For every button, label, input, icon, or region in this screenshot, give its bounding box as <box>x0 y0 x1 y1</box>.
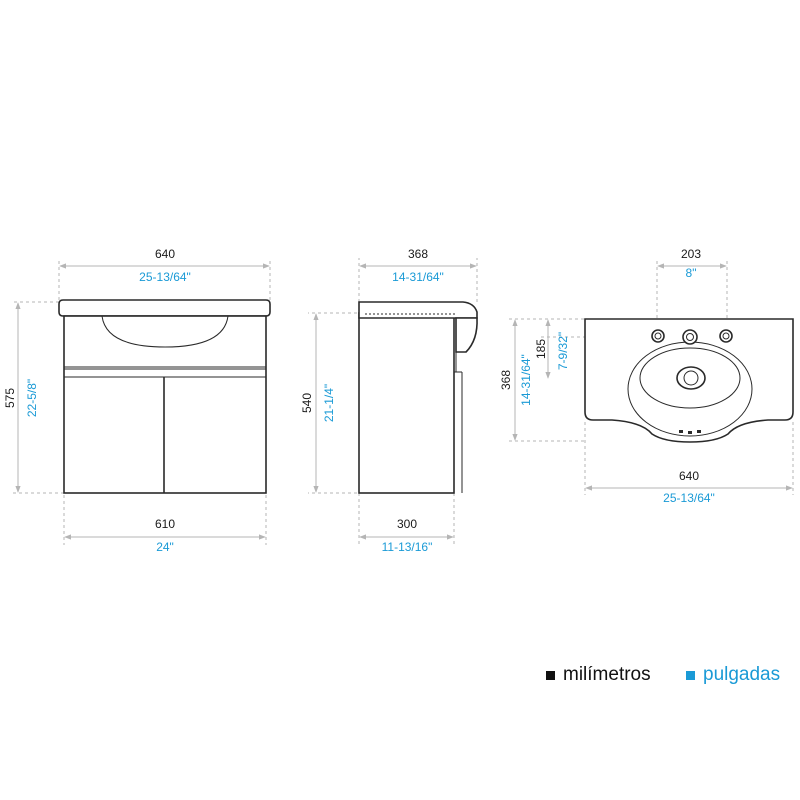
legend-inches: pulgadas <box>686 664 780 686</box>
side-height-mm: 540 <box>300 393 314 413</box>
millimeters-swatch <box>546 670 555 680</box>
millimeters-label: milímetros <box>563 664 651 685</box>
top-width-mm: 640 <box>679 469 699 483</box>
top-drain-inner <box>683 370 699 386</box>
top-drain-outer <box>676 366 706 390</box>
front-height-mm: 575 <box>3 388 17 408</box>
front-top-rail <box>63 368 267 378</box>
top-overflow-slot <box>697 430 701 433</box>
front-bottom-width-in: 24" <box>156 540 174 554</box>
side-bottom-depth-in: 11-13/16" <box>382 540 433 554</box>
front-basin-lip <box>58 299 271 317</box>
side-top-depth-in: 14-31/64" <box>392 270 444 284</box>
front-top-width-mm: 640 <box>155 247 175 261</box>
top-tap-hole-right <box>719 329 733 343</box>
inches-label: pulgadas <box>703 664 781 685</box>
top-overflow-slot <box>679 430 683 433</box>
front-bottom-width-mm: 610 <box>155 517 175 531</box>
legend-millimeters: milímetros <box>546 664 651 686</box>
side-height-in: 21-1/4" <box>322 384 336 422</box>
top-depth-mm: 368 <box>499 370 513 390</box>
top-overflow-slot <box>688 431 692 434</box>
side-cabinet-body <box>358 312 455 494</box>
top-hole-spacing-in: 8" <box>686 266 697 280</box>
side-top-depth-mm: 368 <box>408 247 428 261</box>
inches-swatch <box>686 670 695 680</box>
top-tap-hole-left <box>651 329 665 343</box>
front-height-in: 22-5/8" <box>25 379 39 417</box>
top-depth-in: 14-31/64" <box>519 354 533 406</box>
front-cabinet-body <box>63 315 267 494</box>
top-hole-offset-mm: 185 <box>534 339 548 359</box>
front-top-width-in: 25-13/64" <box>139 270 191 284</box>
top-hole-offset-in: 7-9/32" <box>556 332 570 370</box>
side-view: 368 14-31/64" 300 11-13/16" 540 21-1/4" <box>300 247 478 554</box>
top-width-in: 25-13/64" <box>663 491 715 505</box>
side-bottom-depth-mm: 300 <box>397 517 417 531</box>
front-basin-bowl <box>101 315 229 348</box>
top-hole-spacing-mm: 203 <box>681 247 701 261</box>
front-view: 640 25-13/64" 610 24" 575 22-5/8" <box>3 247 271 554</box>
side-basin-bowl <box>455 317 478 353</box>
top-view: 203 8" 640 25-13/64" 368 14-31/64" 185 7… <box>499 247 794 505</box>
side-basin-lip <box>358 301 478 319</box>
top-tap-hole-center <box>682 329 698 345</box>
top-bowl-inner <box>639 347 741 409</box>
